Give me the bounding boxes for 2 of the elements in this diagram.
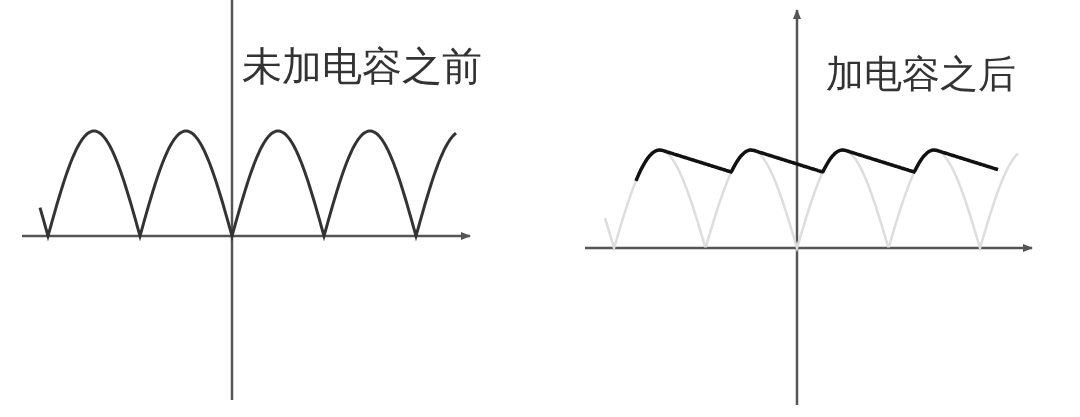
graph-label: 加电容之后 [826,51,1016,98]
graph-label: 未加电容之前 [242,42,482,91]
